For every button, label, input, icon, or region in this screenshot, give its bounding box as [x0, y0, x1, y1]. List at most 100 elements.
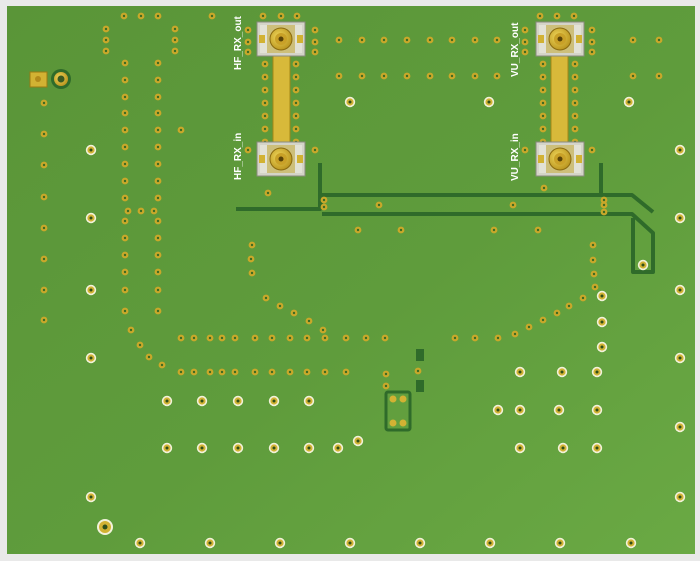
via: [570, 12, 578, 20]
via: [286, 334, 294, 342]
via: [579, 294, 587, 302]
via: [40, 316, 48, 324]
via: [403, 72, 411, 80]
via: [127, 326, 135, 334]
via: [121, 160, 129, 168]
via: [121, 126, 129, 134]
via: [303, 334, 311, 342]
via: [154, 234, 162, 242]
via: [358, 36, 366, 44]
via: [571, 86, 579, 94]
via: [121, 93, 129, 101]
via: [154, 109, 162, 117]
ground-trace: [236, 163, 603, 211]
via: [154, 76, 162, 84]
mounting-via: [232, 395, 244, 407]
via: [471, 72, 479, 80]
mounting-via: [414, 537, 426, 549]
via: [539, 125, 547, 133]
mounting-via: [85, 284, 97, 296]
via: [259, 12, 267, 20]
via: [154, 160, 162, 168]
via: [655, 72, 663, 80]
via: [311, 48, 319, 56]
label-vu-rx-out: VU_RX_out: [510, 22, 521, 77]
via: [171, 25, 179, 33]
mounting-via: [85, 491, 97, 503]
via: [247, 255, 255, 263]
mounting-via: [674, 491, 686, 503]
diode-footprint: [29, 69, 71, 89]
via: [320, 196, 328, 204]
via: [292, 125, 300, 133]
via: [426, 36, 434, 44]
via: [154, 251, 162, 259]
via: [137, 207, 145, 215]
sma-connectors: [256, 21, 585, 177]
via: [588, 38, 596, 46]
via: [231, 334, 239, 342]
via: [137, 12, 145, 20]
via: [588, 48, 596, 56]
via: [521, 48, 529, 56]
via: [600, 201, 608, 209]
via: [190, 368, 198, 376]
via: [600, 208, 608, 216]
ground-traces: [236, 163, 655, 274]
mounting-via: [274, 537, 286, 549]
via: [145, 353, 153, 361]
via: [177, 368, 185, 376]
mounting-via: [196, 442, 208, 454]
mounting-via: [303, 395, 315, 407]
via: [171, 47, 179, 55]
mounting-via: [596, 341, 608, 353]
via: [121, 286, 129, 294]
ground-trace: [322, 193, 655, 274]
via: [154, 194, 162, 202]
via: [292, 60, 300, 68]
via: [553, 12, 561, 20]
via: [403, 36, 411, 44]
via: [571, 60, 579, 68]
via: [292, 112, 300, 120]
via: [154, 217, 162, 225]
via: [276, 302, 284, 310]
large-via: [97, 519, 113, 535]
via: [218, 334, 226, 342]
via: [251, 368, 259, 376]
via: [589, 241, 597, 249]
via: [154, 177, 162, 185]
via: [150, 207, 158, 215]
mounting-via: [591, 404, 603, 416]
via: [414, 367, 422, 375]
via: [335, 36, 343, 44]
sma-connector-hf-out: [256, 21, 306, 57]
via: [261, 125, 269, 133]
mounting-via: [85, 212, 97, 224]
via: [342, 334, 350, 342]
via: [261, 99, 269, 107]
via: [40, 286, 48, 294]
via: [102, 36, 110, 44]
via: [121, 143, 129, 151]
via: [208, 12, 216, 20]
via: [293, 12, 301, 20]
via: [629, 72, 637, 80]
via: [154, 286, 162, 294]
via: [375, 201, 383, 209]
sma-connector-hf-in: [256, 141, 306, 177]
via: [382, 382, 390, 390]
mounting-via: [492, 404, 504, 416]
via: [121, 217, 129, 225]
soldermask: [7, 6, 695, 554]
via: [206, 334, 214, 342]
via: [248, 269, 256, 277]
via: [121, 194, 129, 202]
via: [120, 12, 128, 20]
via: [536, 12, 544, 20]
via: [553, 309, 561, 317]
mounting-via: [596, 290, 608, 302]
via: [319, 326, 327, 334]
via: [121, 109, 129, 117]
mounting-via: [161, 442, 173, 454]
